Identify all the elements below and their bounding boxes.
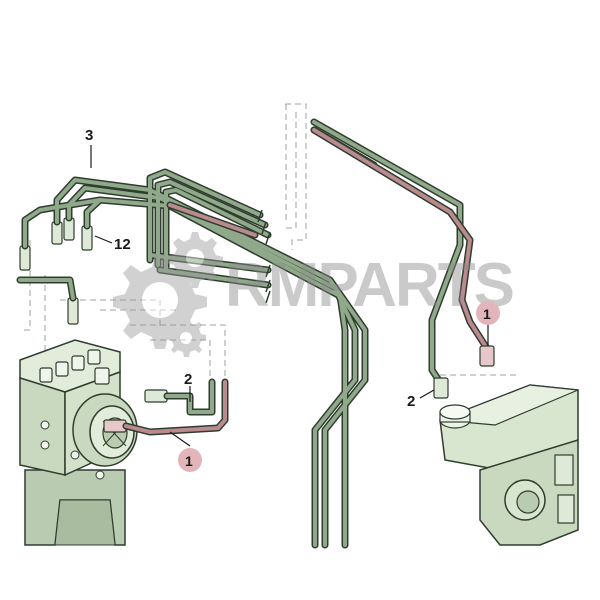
guide-lines — [20, 103, 520, 395]
callout-1-right: 1 — [476, 301, 500, 325]
callout-12: 12 — [114, 236, 131, 253]
gear-icon — [113, 232, 223, 357]
watermark-text: RMPARTS — [225, 251, 513, 320]
callout-2-right: 2 — [407, 393, 415, 410]
watermark: RMPARTS — [113, 232, 515, 357]
callout-1-left: 1 — [178, 448, 202, 472]
callout-2-left: 2 — [184, 371, 192, 388]
pipe-ends — [257, 209, 271, 304]
callout-leaders — [90, 145, 489, 447]
svg-text:1: 1 — [483, 306, 491, 322]
svg-text:2: 2 — [407, 393, 415, 410]
svg-text:12: 12 — [114, 236, 131, 253]
svg-text:1: 1 — [185, 453, 193, 469]
callout-3: 3 — [85, 127, 93, 144]
svg-text:3: 3 — [85, 127, 93, 144]
brake-pipes-highlighted — [122, 126, 492, 436]
brake-line-fittings-left — [19, 217, 168, 433]
master-cylinder-reservoir — [433, 345, 579, 546]
svg-text:2: 2 — [184, 371, 192, 388]
brake-pipes-green — [16, 118, 464, 549]
abs-hydraulic-unit — [19, 339, 138, 546]
